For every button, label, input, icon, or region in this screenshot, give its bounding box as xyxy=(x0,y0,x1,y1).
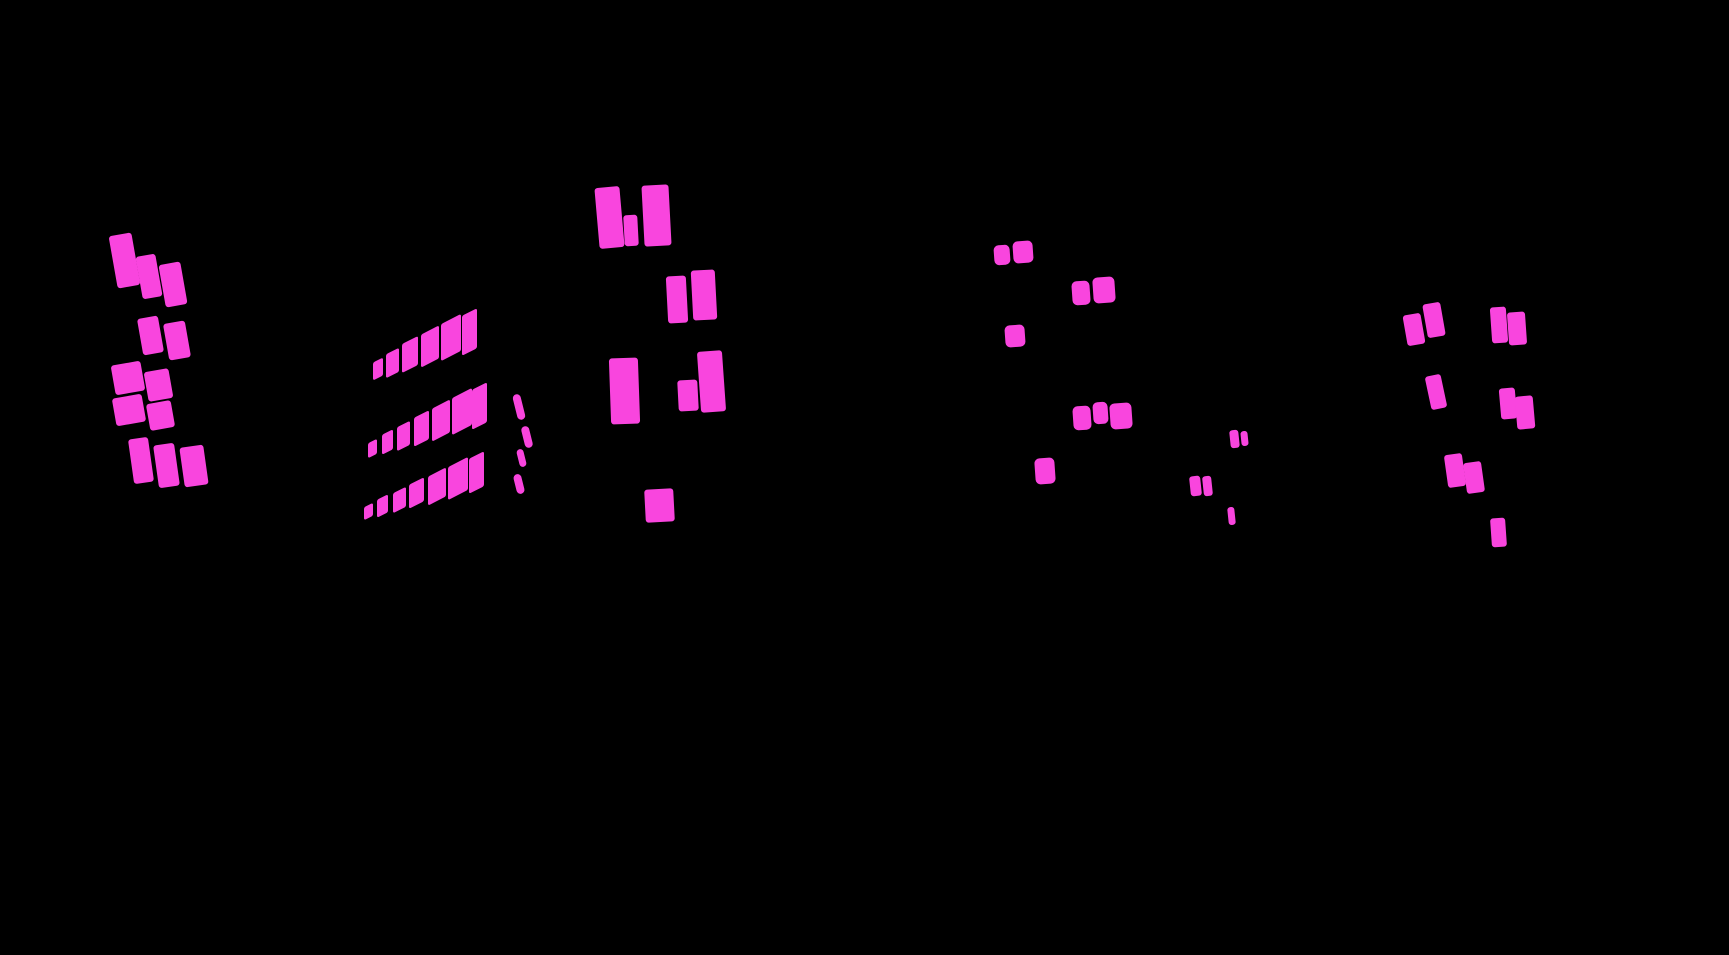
lit-window xyxy=(1490,517,1507,548)
lit-window xyxy=(1489,306,1509,344)
lit-window xyxy=(1514,395,1536,430)
lit-window xyxy=(1424,373,1448,411)
lit-window xyxy=(1402,312,1426,347)
lit-window xyxy=(1443,452,1467,489)
lit-window xyxy=(1422,301,1446,339)
lit-window xyxy=(1462,460,1486,495)
lit-window xyxy=(1506,311,1528,346)
